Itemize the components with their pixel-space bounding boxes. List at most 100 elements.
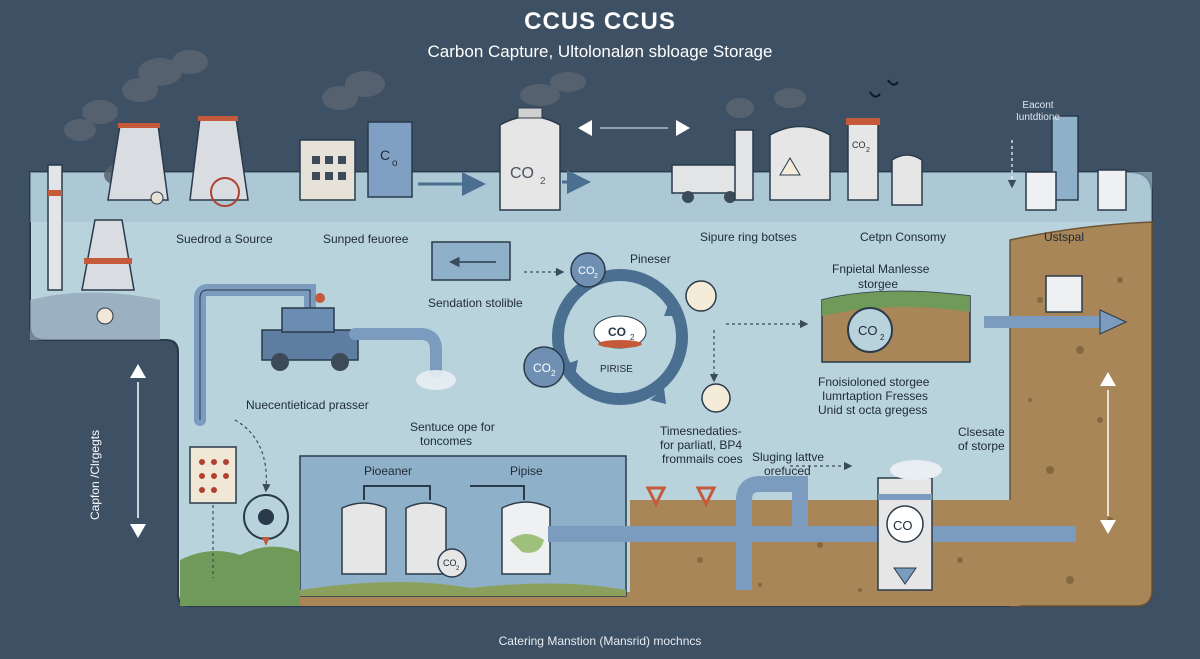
tank-c-label: CO — [443, 558, 457, 568]
injection-co-badge — [886, 505, 924, 543]
storage-earth-grass — [822, 291, 970, 316]
tank-d-pipe — [470, 485, 525, 500]
reactor-band — [846, 118, 880, 125]
label-ustspal: Ustspal — [1044, 230, 1085, 244]
label-clsesate-1: Clsesate — [958, 425, 1005, 439]
injection-co-label: CO — [893, 518, 913, 533]
room-ground — [300, 581, 626, 596]
co-small-sub: 2 — [866, 147, 870, 154]
co2-bubble-top-label: CO — [578, 265, 595, 277]
top-right-note: Eacont Iuntdtione — [1016, 100, 1060, 123]
label-source: Suedrod a Source — [176, 232, 273, 246]
co2-bubble-top — [570, 252, 606, 288]
truck-wheel-2 — [724, 191, 736, 203]
label-timesn-1: Timesnedaties- — [660, 424, 742, 438]
diagram-title: CCUS CCUS — [524, 8, 676, 35]
right-arrow-up — [1100, 372, 1116, 386]
truck-wheel-1 — [682, 191, 694, 203]
tank-cap — [517, 107, 543, 119]
chimney — [47, 164, 63, 291]
co2-bubble-top-sub: 2 — [594, 273, 598, 280]
side-arrow-down — [130, 524, 146, 538]
warning-icon — [96, 307, 114, 325]
co-small-label: CO — [852, 140, 866, 150]
label-sluging-2: orefuced — [764, 464, 811, 478]
label-sendation: Sendation stolible — [428, 296, 523, 310]
tower-1-band — [118, 123, 160, 128]
equipment-right — [1025, 171, 1057, 211]
co2-bubble-left-sub: 2 — [551, 369, 556, 378]
label-pineser: Pineser — [630, 252, 671, 266]
capture-unit-top — [281, 307, 335, 333]
injection-tank-stripe — [878, 494, 932, 500]
birds — [869, 79, 899, 98]
control-panel-dials — [199, 459, 229, 493]
pipe-outline — [199, 289, 311, 420]
label-sluging-1: Sluging lattve — [752, 450, 825, 464]
storage-co2-label: CO — [858, 323, 878, 338]
tank-c-sub: 2 — [456, 566, 460, 572]
capture-unit-wheel-2 — [331, 353, 349, 371]
tank-pipes — [363, 485, 431, 500]
gauge-arrow — [262, 537, 270, 546]
tank-c-badge — [437, 548, 467, 578]
cycle-ring — [552, 269, 688, 405]
tool-icon — [685, 280, 717, 312]
hazard-sign — [779, 157, 801, 176]
label-fnoi-1: Fnoisioloned storgee — [818, 375, 930, 389]
co-stack-label: C — [380, 147, 390, 163]
co2-tank-label: CO — [510, 165, 534, 182]
storage-co2-sub: 2 — [880, 333, 885, 342]
label-sentuce-1: Sentuce ope for — [410, 420, 495, 434]
compressor — [431, 241, 511, 281]
cooling-tower-3 — [81, 219, 135, 291]
cycle-center-sub: 2 — [630, 333, 635, 342]
reactor — [847, 121, 879, 201]
tower-3-band — [84, 258, 132, 264]
double-arrow-left — [578, 120, 592, 136]
steam-cloud — [416, 370, 456, 390]
cycle-base — [598, 340, 642, 348]
side-arrow-up — [130, 364, 146, 378]
injection-arrow — [1099, 309, 1128, 335]
label-nuecentieticad: Nuecentieticad prasser — [246, 398, 369, 412]
label-fnoi-2: Iumrtaption Fresses — [822, 389, 929, 403]
cycle-center-label: CO — [608, 325, 626, 339]
cycle-arrow-2 — [560, 360, 578, 376]
cycle-arrow-3 — [650, 388, 666, 404]
dashed-curve-gauge — [234, 419, 271, 493]
label-sunped: Sunped feuoree — [323, 232, 409, 246]
co-stack-tank — [367, 121, 413, 198]
label-fnpietal-1: Fnpietal Manlesse — [832, 262, 930, 276]
capture-unit-wheel-1 — [271, 353, 289, 371]
co-stack-sub: o — [392, 158, 398, 169]
building — [299, 139, 356, 201]
building-windows — [312, 156, 346, 180]
injection-down-arrow — [893, 567, 917, 585]
label-clsesate-2: of storpe — [958, 439, 1005, 453]
outlet-pipe — [349, 328, 442, 378]
footer-caption: Catering Manstion (Mansrid) mochncs — [498, 634, 702, 648]
control-box-right — [1097, 169, 1127, 211]
cooling-tower-1 — [107, 124, 169, 201]
chimney-band — [48, 190, 62, 196]
label-timesn-2: for parliatl, BP4 — [660, 438, 743, 452]
capture-unit-valve — [315, 293, 325, 303]
co2-storage-tank — [499, 115, 561, 211]
label-sipure: Sipure ring botses — [700, 230, 797, 244]
gauge-center — [258, 509, 274, 525]
label-pipise: Pipise — [510, 464, 543, 478]
process-tank — [769, 125, 831, 201]
monitor-device — [1045, 275, 1083, 313]
label-fnoi-3: Unid st octa gregess — [818, 403, 928, 417]
wheel-device — [210, 177, 240, 207]
truck-body — [671, 164, 743, 194]
co2-tank-sub: 2 — [540, 176, 546, 187]
tower-2-band — [198, 116, 238, 121]
tank-d-blob — [510, 534, 544, 553]
soil-bottom — [630, 500, 1020, 606]
pirise-label: PIRISE — [600, 364, 633, 375]
storage-co2-badge — [847, 307, 893, 353]
co2-bubble-left — [523, 346, 565, 388]
